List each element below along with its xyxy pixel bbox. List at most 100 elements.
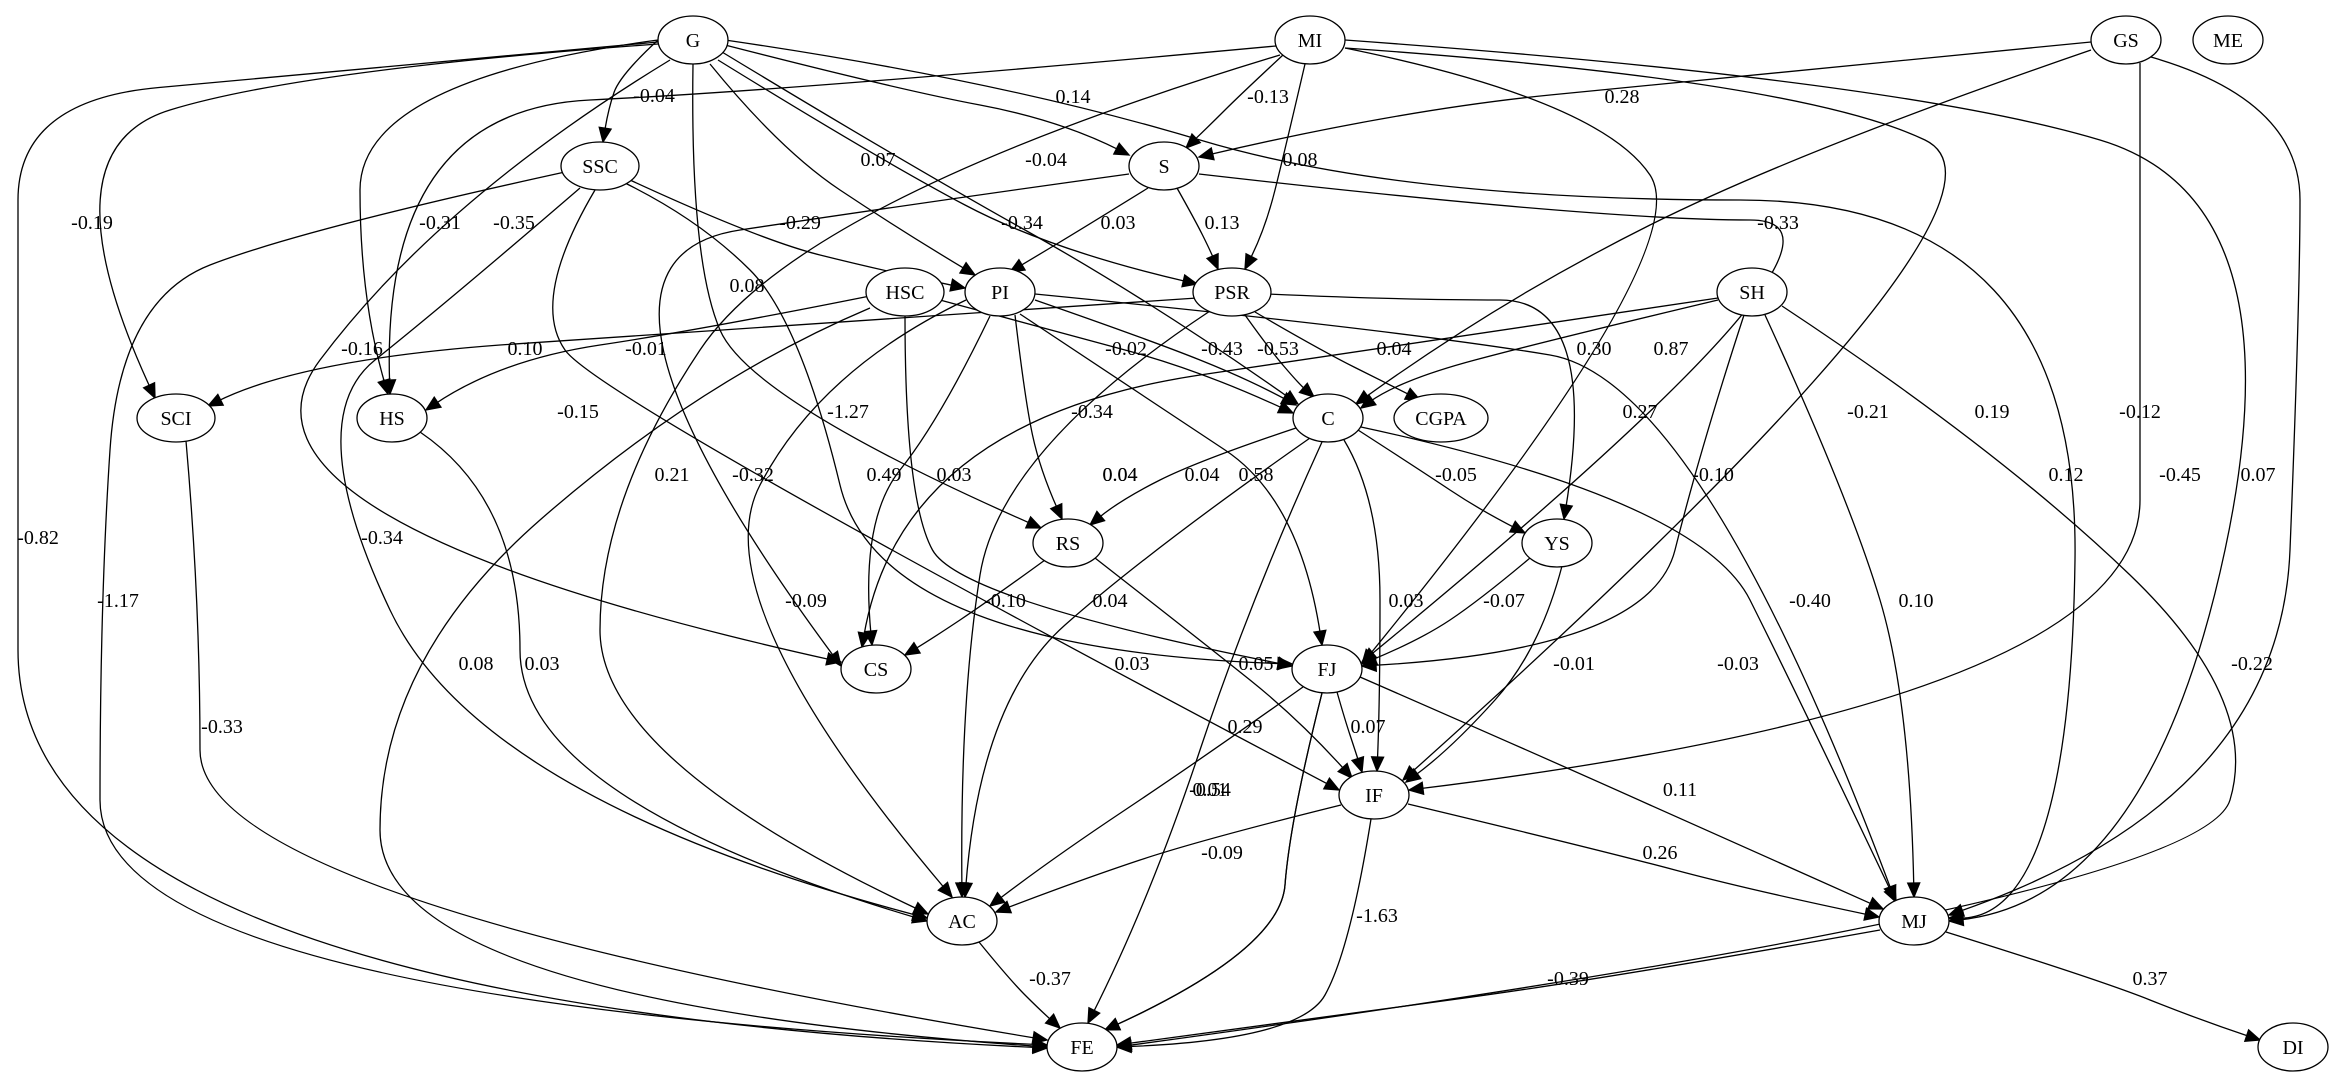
edge-line — [997, 686, 1304, 901]
edge-g-to-ssc: -0.04 — [598, 39, 675, 144]
edge-line — [978, 941, 1054, 1022]
node-ellipse — [1274, 15, 1346, 65]
edge-line — [300, 59, 832, 661]
edge-weight-label: -0.45 — [2159, 464, 2201, 486]
edge-line — [724, 44, 1121, 152]
edge-weight-label: 0.10 — [508, 338, 543, 360]
node-ellipse — [1128, 141, 1200, 191]
edge-c-to-rs: 0.04 — [1088, 427, 1297, 527]
edge-weight-label: 0.29 — [1228, 716, 1263, 738]
edge-line — [961, 310, 1211, 888]
edge-weight-label: 0.04 — [1103, 464, 1138, 486]
edge-weight-label: 0.30 — [1577, 338, 1612, 360]
node-ellipse — [865, 267, 945, 317]
node-if: IF — [1338, 770, 1410, 820]
edge-line — [913, 559, 1046, 651]
node-mi: MI — [1274, 15, 1346, 65]
edge-line — [721, 51, 1291, 399]
edge-c-to-ys: -0.05 — [1357, 429, 1527, 534]
edge-weight-label: 0.27 — [1623, 401, 1658, 423]
edge-pi-to-mj: -0.10 — [1034, 293, 1897, 902]
edge-weight-label: 0.03 — [1115, 653, 1150, 675]
node-gs: GS — [2090, 15, 2162, 65]
arrowhead — [959, 881, 974, 899]
node-ellipse — [356, 393, 428, 443]
edge-line — [1005, 804, 1342, 910]
edge-weight-label: -0.16 — [341, 338, 383, 360]
edge-line — [1097, 427, 1297, 520]
node-label: S — [1158, 156, 1169, 178]
node-pi: PI — [964, 267, 1036, 317]
edge-sh-to-mj: 0.10 — [1764, 314, 1934, 899]
node-label: FE — [1070, 1037, 1093, 1059]
arrowhead — [1197, 146, 1215, 161]
arrowhead — [1044, 1013, 1062, 1030]
edge-weight-label: 0.13 — [1205, 212, 1240, 234]
edge-weight-label: -0.32 — [732, 464, 774, 486]
arrowhead — [1031, 1030, 1049, 1045]
node-label: SSC — [582, 156, 618, 178]
node-label: G — [686, 30, 700, 52]
edge-weight-label: -0.02 — [1105, 338, 1147, 360]
node-label: IF — [1365, 785, 1383, 807]
edge-line — [1336, 691, 1360, 763]
edge-weight-label: 0.04 — [1093, 590, 1128, 612]
arrowhead — [206, 393, 225, 407]
edge-weight-label: 0.12 — [2049, 464, 2084, 486]
node-label: HS — [379, 408, 405, 430]
edge-weight-label: 0.08 — [1283, 149, 1318, 171]
edge-weight-label: -0.19 — [71, 212, 113, 234]
arrowhead — [1205, 252, 1219, 271]
edge-fj-to-ac: 0.29 — [988, 686, 1304, 908]
arrowhead — [857, 631, 872, 649]
arrowhead — [1866, 896, 1885, 910]
node-c: C — [1292, 393, 1364, 443]
node-ellipse — [1716, 267, 1788, 317]
edge-weight-label: -0.39 — [1547, 968, 1589, 990]
node-label: CS — [864, 659, 888, 681]
edge-mi-to-ac: 0.21 — [599, 54, 1281, 915]
arrowhead — [994, 900, 1013, 914]
edge-rs-to-if: 0.04 — [1093, 557, 1354, 780]
arrowhead — [1279, 391, 1298, 406]
edge-weight-label: 0.87 — [1654, 338, 1689, 360]
node-label: SCI — [160, 408, 191, 430]
edge-weight-label: -0.01 — [625, 338, 667, 360]
edge-weight-label: 0.10 — [1899, 590, 1934, 612]
arrowhead — [1112, 142, 1131, 156]
node-ellipse — [1046, 1022, 1118, 1072]
edge-line — [1014, 314, 1059, 511]
edge-line — [1176, 187, 1215, 261]
arrowhead — [1947, 912, 1965, 927]
edge-line — [724, 39, 2076, 919]
edge-fj-to-mj: 0.11 — [1359, 676, 1885, 910]
edge-weight-label: -0.53 — [1257, 338, 1299, 360]
edge-s-to-pi: 0.03 — [1008, 187, 1149, 273]
edge-weight-label: -1.17 — [97, 590, 139, 612]
edge-ys-to-fj: -0.07 — [1360, 557, 1531, 665]
node-s: S — [1128, 141, 1200, 191]
edge-gs-to-mj: 0.07 — [1947, 56, 2301, 917]
arrowhead — [1360, 651, 1379, 665]
edge-line — [419, 431, 918, 919]
edge-line — [1244, 314, 1307, 391]
edge-line — [868, 315, 991, 636]
node-label: DI — [2282, 1037, 2303, 1059]
edge-weight-label: 0.19 — [1975, 401, 2010, 423]
edge-line — [709, 63, 967, 271]
node-label: MI — [1298, 30, 1322, 52]
node-label: SH — [1739, 282, 1765, 304]
edge-c-to-mj: -0.03 — [1360, 426, 1897, 904]
edge-weight-label: 0.49 — [867, 464, 902, 486]
node-ellipse — [1338, 770, 1410, 820]
node-ellipse — [1192, 267, 1272, 317]
edge-weight-label: 0.08 — [459, 653, 494, 675]
edge-weight-label: -0.82 — [17, 527, 59, 549]
edge-weight-label: -0.09 — [1201, 842, 1243, 864]
node-hsc: HSC — [865, 267, 945, 317]
arrowhead — [1322, 776, 1341, 791]
edge-line — [552, 189, 1331, 786]
edge-weight-label: 0.04 — [1185, 464, 1220, 486]
